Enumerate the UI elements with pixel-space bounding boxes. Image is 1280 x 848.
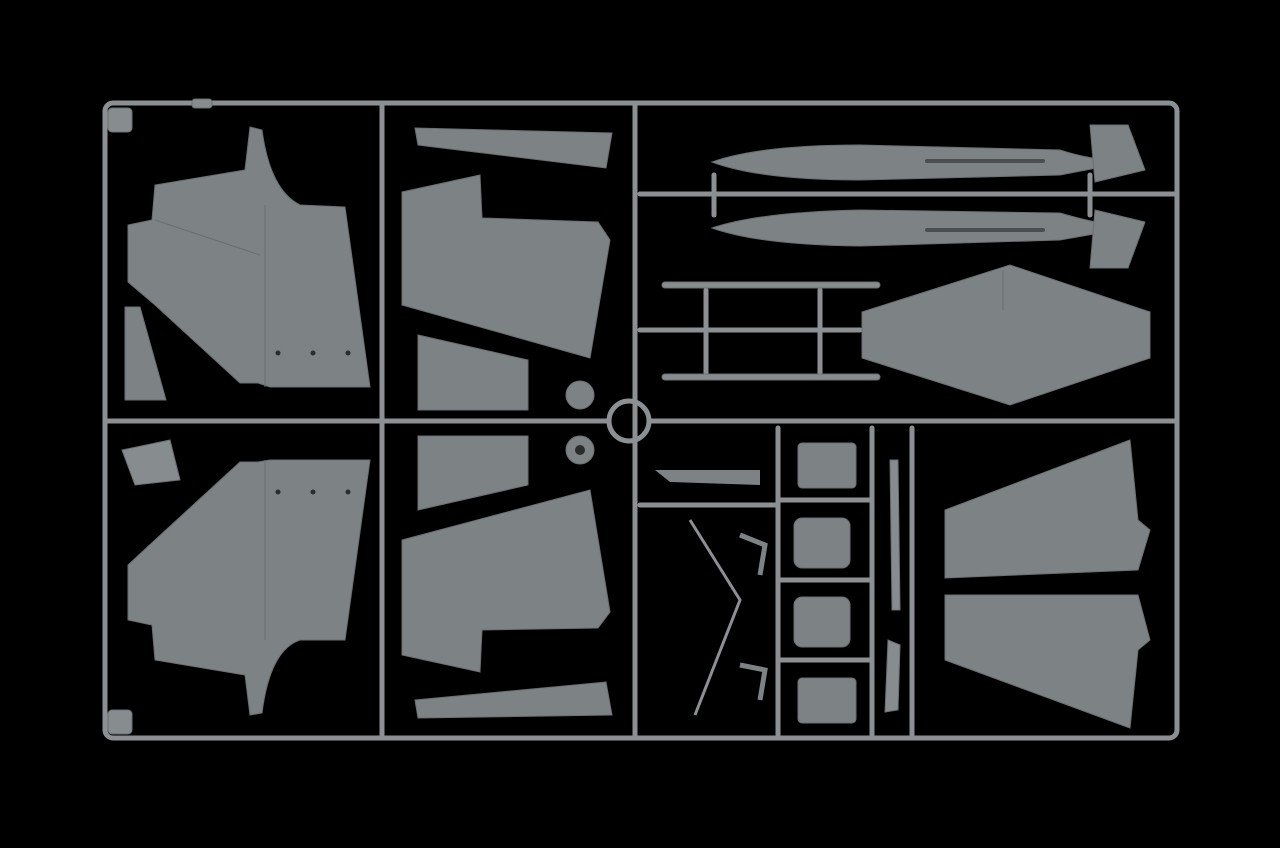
flap-bottom bbox=[414, 681, 613, 719]
pylon-rails bbox=[661, 281, 881, 381]
small-panel-mid-lower bbox=[417, 435, 529, 511]
landing-gear-struts bbox=[655, 470, 768, 716]
stabilizer-lower bbox=[944, 594, 1151, 729]
fuel-tank-1 bbox=[710, 124, 1146, 183]
sprue-frame bbox=[102, 98, 1180, 741]
fuselage-half-lower bbox=[127, 459, 371, 716]
intake-lower bbox=[401, 489, 611, 673]
small-panel-left bbox=[124, 306, 167, 401]
small-panel-mid-upper bbox=[417, 334, 529, 411]
fuel-tank-2 bbox=[710, 209, 1146, 269]
flap-top bbox=[414, 127, 613, 169]
ventral-panel bbox=[861, 264, 1151, 406]
wheel-1 bbox=[565, 380, 595, 410]
gear-doors bbox=[793, 442, 857, 724]
intake-upper bbox=[401, 174, 611, 359]
ejector-seat-part bbox=[121, 439, 181, 486]
stabilizer-upper bbox=[944, 439, 1151, 579]
fuselage-half-upper bbox=[127, 126, 371, 388]
center-hub bbox=[606, 398, 652, 444]
